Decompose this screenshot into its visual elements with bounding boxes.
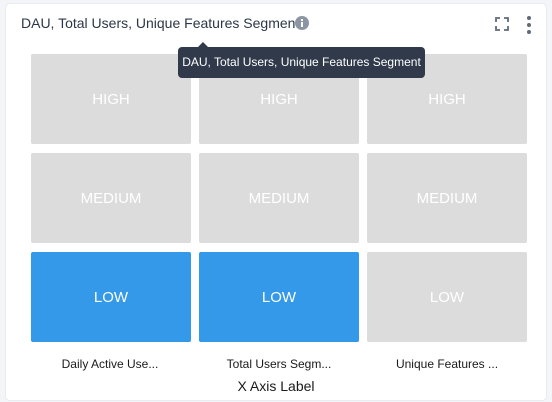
- column-label: Daily Active Use...: [61, 357, 159, 371]
- segment-tile-medium-col3[interactable]: MEDIUM: [367, 153, 527, 243]
- segment-tile-medium-col2[interactable]: MEDIUM: [199, 153, 359, 243]
- segment-tile-medium-col1[interactable]: MEDIUM: [31, 153, 191, 243]
- widget-title: DAU, Total Users, Unique Features Segmen…: [21, 15, 300, 31]
- segment-tile-high-col1[interactable]: HIGH: [31, 54, 191, 144]
- widget-header: DAU, Total Users, Unique Features Segmen…: [6, 4, 546, 44]
- x-axis-label: X Axis Label: [237, 378, 315, 394]
- expand-icon[interactable]: [495, 17, 509, 31]
- segment-tile-low-col1[interactable]: LOW: [31, 252, 191, 342]
- widget-card: DAU, Total Users, Unique Features Segmen…: [6, 4, 546, 400]
- column-label: Total Users Segm...: [226, 357, 332, 371]
- segment-tile-low-col3[interactable]: LOW: [367, 252, 527, 342]
- info-icon[interactable]: [295, 16, 309, 30]
- title-tooltip: DAU, Total Users, Unique Features Segmen…: [178, 42, 425, 78]
- column-label: Unique Features ...: [395, 357, 499, 371]
- more-vertical-icon[interactable]: [526, 16, 532, 34]
- segment-tile-low-col2[interactable]: LOW: [199, 252, 359, 342]
